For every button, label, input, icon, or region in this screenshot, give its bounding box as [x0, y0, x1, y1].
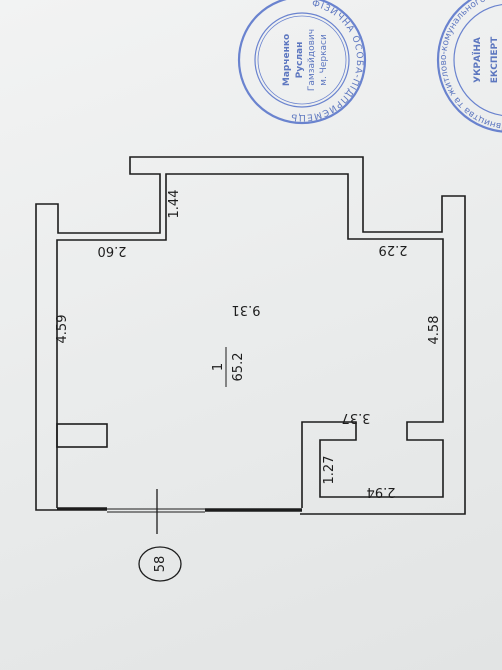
sheet-number-badge: 58	[138, 546, 182, 582]
room-label: 1 65.2	[211, 347, 246, 387]
left-niche	[56, 423, 108, 448]
stamp-city: м. Черкаси	[319, 34, 329, 86]
room-area: 65.2	[231, 353, 246, 382]
stamp-entrepreneur: ФІЗИЧНА ОСОБА-ПІДПРИЄМЕЦЬ Марченко Русла…	[237, 0, 374, 132]
dim-niche-depth: 1.44	[167, 190, 182, 219]
stamp-name-line2: Руслан	[295, 42, 305, 79]
dim-bottom-right-depth: 1.27	[322, 456, 337, 485]
dim-right-wall: 4.58	[427, 316, 442, 345]
stamp-name-line3: Гамзайдович	[307, 29, 317, 91]
stamp-expert: Міністерство регіонального розвитку, буд…	[433, 0, 502, 137]
inner-wall	[56, 173, 444, 508]
dim-left-wall: 4.59	[55, 315, 70, 344]
dim-inner-length: 9.31	[232, 302, 261, 317]
outer-wall	[35, 156, 466, 515]
room-number: 1	[211, 363, 226, 371]
sheet-number: 58	[153, 556, 168, 573]
stamp-name-line1: Марченко	[282, 34, 292, 86]
dim-top-right-wall: 2.29	[379, 242, 408, 257]
dim-top-left-wall: 2.60	[98, 243, 127, 258]
dim-bottom-right-width: 2.94	[367, 484, 396, 499]
stamp2-line1: УКРАЇНА	[472, 37, 483, 83]
window-bottom	[57, 507, 302, 513]
walls	[35, 156, 466, 515]
dim-notch-width: 3.37	[342, 410, 371, 425]
stamp2-line2: ЕКСПЕРТ	[490, 36, 500, 83]
